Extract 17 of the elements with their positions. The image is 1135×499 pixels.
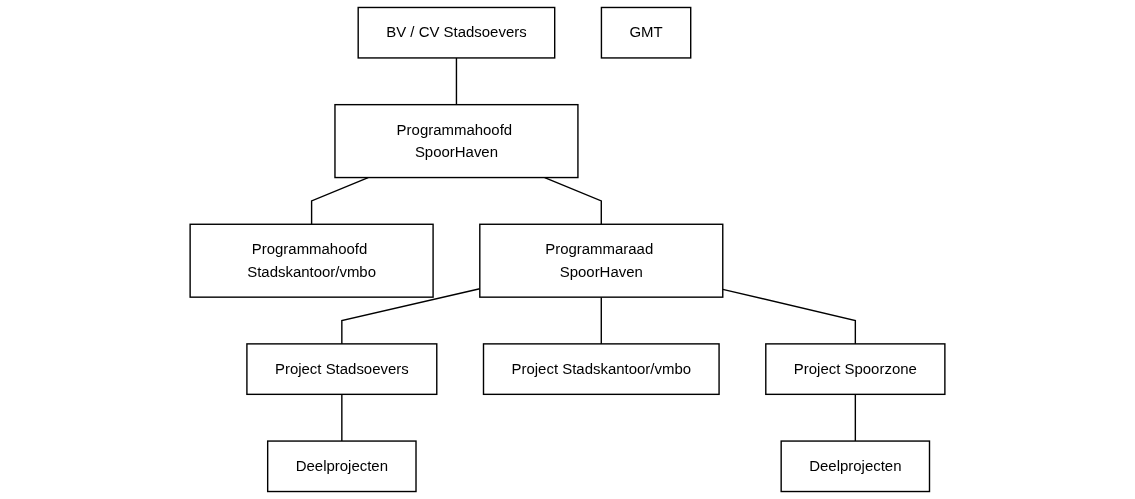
node-box: Programmaraad SpoorHaven <box>479 223 724 298</box>
connector <box>341 393 343 442</box>
connector <box>455 57 458 106</box>
connector <box>544 176 602 225</box>
node-box: Programmahoofd SpoorHaven <box>334 103 579 179</box>
node-box: GMT <box>600 6 692 59</box>
node-box: Project Stadsoevers <box>246 343 438 396</box>
connector <box>310 176 369 225</box>
node-box: Programmahoofd Stadskantoor/vmbo <box>189 223 434 298</box>
node-box: Deelprojecten <box>780 440 931 493</box>
connector <box>722 288 857 345</box>
node-box: Project Stadskantoor/vmbo <box>482 343 720 396</box>
connector <box>854 393 857 442</box>
node-box: BV / CV Stadsoevers <box>357 6 556 59</box>
node-box: Deelprojecten <box>267 440 417 493</box>
node-box: Project Spoorzone <box>765 343 946 396</box>
connector <box>600 296 602 345</box>
